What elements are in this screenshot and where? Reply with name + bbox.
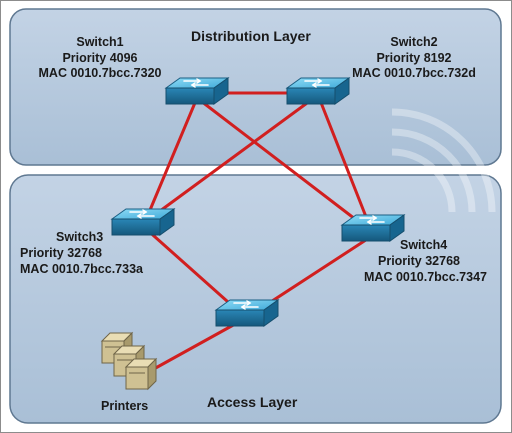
switch3-name: Switch3 xyxy=(56,230,104,244)
switch2-icon xyxy=(286,77,350,105)
switch2-mac: MAC 0010.7bcc.732d xyxy=(352,66,476,80)
switch2-name: Switch2 xyxy=(390,35,438,49)
access-switch-icon xyxy=(215,299,279,327)
link-access-printers xyxy=(150,316,248,372)
switch1-label: Switch1 Priority 4096 MAC 0010.7bcc.7320 xyxy=(36,35,164,82)
switch4-priority: Priority 32768 xyxy=(378,254,460,268)
switch1-name: Switch1 xyxy=(76,35,124,49)
switch1-priority: Priority 4096 xyxy=(62,50,138,65)
switch1-mac: MAC 0010.7bcc.7320 xyxy=(38,66,162,80)
link-switch1-switch4 xyxy=(195,96,374,234)
access-layer-title: Access Layer xyxy=(207,394,298,410)
switch1-icon xyxy=(165,77,229,105)
switch4-mac: MAC 0010.7bcc.7347 xyxy=(364,270,487,284)
switch3-mac: MAC 0010.7bcc.733a xyxy=(20,262,143,276)
switch2-priority: Priority 8192 xyxy=(376,50,452,65)
distribution-layer-title: Distribution Layer xyxy=(191,28,311,44)
switch4-icon xyxy=(341,214,405,242)
switch3-priority: Priority 32768 xyxy=(20,246,102,260)
link-switch1-switch3 xyxy=(143,96,199,224)
printer-icon xyxy=(125,358,157,390)
switch4-name: Switch4 xyxy=(400,238,448,252)
link-switch2-switch4 xyxy=(316,93,374,234)
switch2-label: Switch2 Priority 8192 MAC 0010.7bcc.732d xyxy=(350,35,478,82)
switch3-icon xyxy=(111,208,175,236)
watermark-arcs xyxy=(391,108,496,213)
printers-label: Printers xyxy=(101,399,149,413)
distribution-layer-panel xyxy=(9,8,502,166)
link-switch2-switch3 xyxy=(143,93,320,224)
access-layer-panel xyxy=(9,174,502,424)
